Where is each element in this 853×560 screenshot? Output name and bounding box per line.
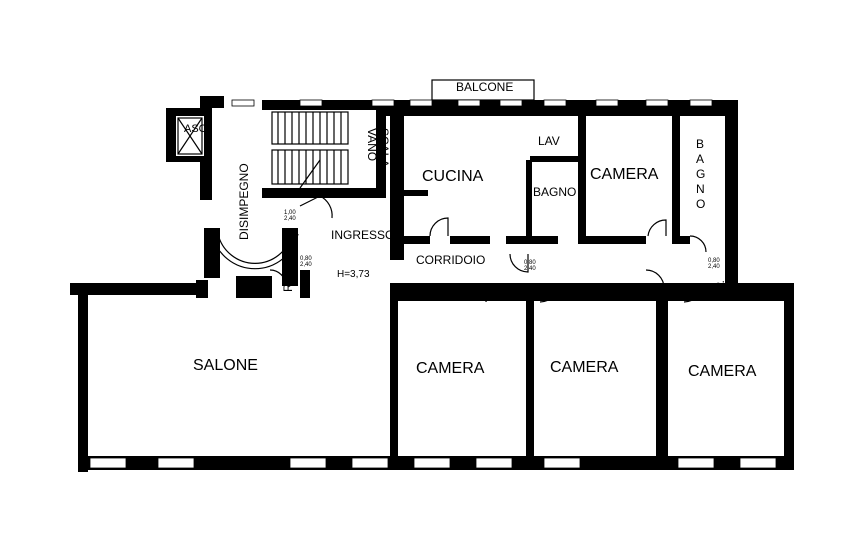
room-label-disimpegno: DISIMPEGNO (237, 163, 251, 240)
window (231, 99, 255, 107)
room-label-asc: ASC (184, 123, 207, 135)
room-label-ingresso: INGRESSO (331, 228, 394, 242)
dim-corr-h: 2,40 (524, 266, 536, 272)
window (595, 99, 619, 107)
window (543, 457, 581, 469)
window (157, 457, 195, 469)
dim-rip-w: 0,80 (300, 256, 312, 262)
bagno-letter: G (696, 167, 705, 181)
disimpegno-arc-outer (211, 233, 299, 270)
dim-ingresso-h: 2,40 (284, 216, 296, 222)
room-label-bagno-vertical: BAGNO (696, 137, 705, 211)
room-label-corridoio: CORRIDOIO (416, 253, 485, 267)
ceiling-height: H=3,73 (337, 269, 370, 280)
disimpegno-arc (217, 233, 293, 264)
window (351, 457, 389, 469)
room-label-camera-3: CAMERA (688, 363, 757, 380)
window (543, 99, 567, 107)
room-label-balcone: BALCONE (456, 80, 513, 94)
balcone (431, 79, 535, 101)
bagno-letter: O (696, 197, 705, 211)
dim-rip-h: 2,40 (300, 262, 312, 268)
elevator-cross (177, 117, 203, 155)
room-label-salone: SALONE (193, 357, 258, 374)
room-label-vano: VANO (365, 128, 379, 161)
window (499, 99, 523, 107)
dim-rip2-w: 0,80 (708, 258, 720, 264)
window (645, 99, 669, 107)
room-label-scala: SCALA (377, 128, 391, 167)
window (299, 99, 323, 107)
doors (269, 195, 707, 303)
window (413, 457, 451, 469)
windows-bottom (89, 457, 777, 469)
room-label-cucina: CUCINA (422, 168, 484, 185)
room-label-camera-top: CAMERA (590, 166, 659, 183)
walls (70, 96, 794, 472)
window (371, 99, 395, 107)
bagno-letter: B (696, 137, 704, 151)
room-label-camera-1: CAMERA (416, 360, 485, 377)
window (475, 457, 513, 469)
windows-top (231, 99, 713, 107)
room-label-camera-2: CAMERA (550, 359, 619, 376)
window (89, 457, 127, 469)
window (677, 457, 715, 469)
bagno-letter: N (696, 182, 705, 196)
dim-corr-w: 0,80 (524, 260, 536, 266)
room-label-rip-right: RIP. (713, 280, 727, 302)
room-label-bagno: BAGNO (533, 185, 576, 199)
dim-ingresso-w: 1,00 (284, 210, 296, 216)
window (409, 99, 433, 107)
stairs (271, 111, 349, 189)
room-label-rip-left: RIP. (281, 270, 295, 292)
window (289, 457, 327, 469)
bagno-letter: A (696, 152, 704, 166)
room-label-lav: LAV (538, 134, 560, 148)
dim-rip2-h: 2,40 (708, 264, 720, 270)
window (457, 99, 481, 107)
window (689, 99, 713, 107)
window (739, 457, 777, 469)
